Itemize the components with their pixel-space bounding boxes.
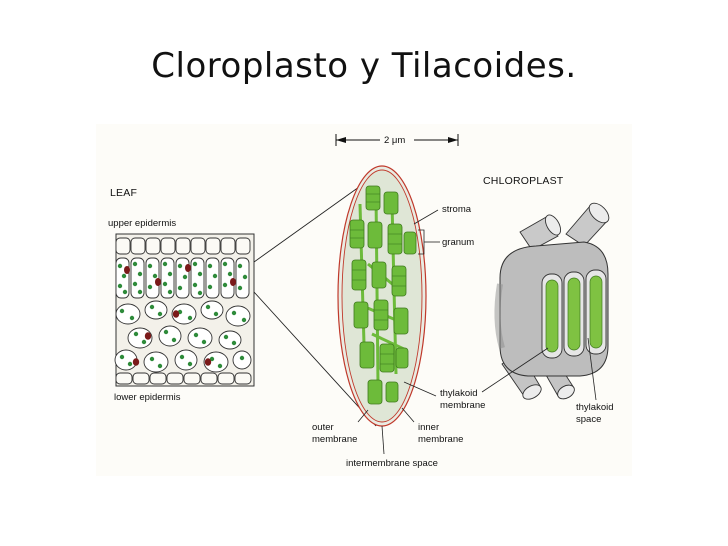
leaf-title: LEAF [110,187,137,199]
thylakoid-space-label-line1: thylakoid [576,402,614,413]
upper-epidermis-label: upper epidermis [108,218,176,229]
outer-membrane-label-line2: membrane [312,434,357,445]
inner-membrane-label-line2: membrane [418,434,463,445]
scale-bar-label: 2 μm [384,135,405,146]
granum-label: granum [442,237,474,248]
stroma-label: stroma [442,204,472,215]
inner-membrane-label-line1: inner [418,422,439,433]
leaf-cross-section [115,234,254,386]
chloroplast-section [338,166,426,426]
slide-title: Cloroplasto y Tilacoides. [0,46,728,86]
thylakoid-membrane-label-line2: membrane [440,400,485,411]
chloroplast-title: CHLOROPLAST [483,175,564,187]
lower-epidermis-label: lower epidermis [114,392,181,403]
thylakoid-space-label-line2: space [576,414,601,425]
thylakoid-membrane-label-line1: thylakoid [440,388,478,399]
outer-membrane-label-line1: outer [312,422,334,433]
thylakoid-3d-model [497,200,612,403]
chloroplast-diagram: 2 μm LEAF CHLOROPLAST [96,124,632,476]
scale-bar: 2 μm [336,133,458,147]
intermembrane-space-label: intermembrane space [346,458,438,469]
